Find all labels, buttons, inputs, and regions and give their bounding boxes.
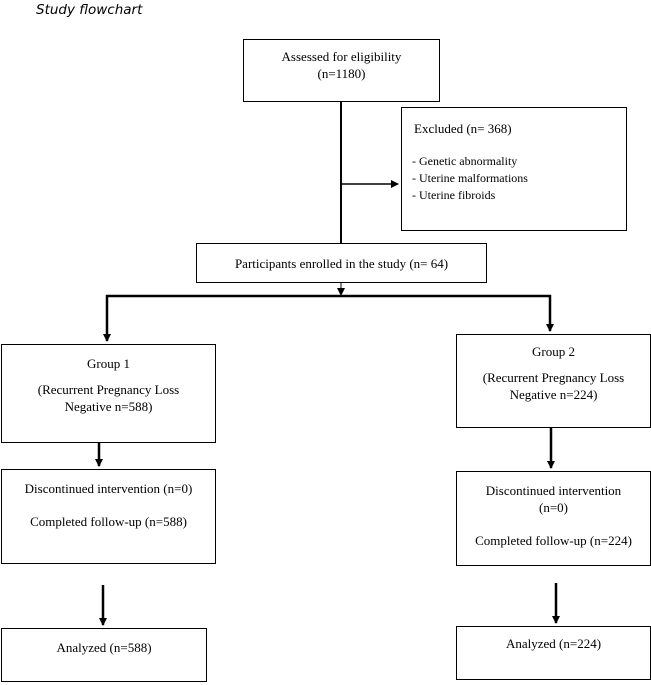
excluded-title: Excluded (n= 368): [414, 121, 512, 136]
group2-analyzed: Analyzed (n=224): [505, 636, 602, 651]
assessed-count: (n=1180): [317, 66, 366, 81]
group2-discontinued-box: Discontinued intervention (n=0) Complete…: [456, 471, 651, 566]
excluded-reason: - Genetic abnormality: [412, 154, 518, 168]
group1-desc: (Recurrent Pregnancy Loss: [37, 382, 180, 397]
group1-box: Group 1 (Recurrent Pregnancy Loss Negati…: [1, 344, 216, 443]
group2-analyzed-box: Analyzed (n=224): [456, 626, 651, 680]
group2-desc: Negative n=224): [509, 387, 598, 402]
group1-desc: Negative n=588): [64, 399, 153, 414]
group2-desc: (Recurrent Pregnancy Loss: [482, 370, 625, 385]
group2-box: Group 2 (Recurrent Pregnancy Loss Negati…: [456, 334, 651, 428]
group2-title: Group 2: [532, 344, 575, 359]
excluded-box: Excluded (n= 368) - Genetic abnormality …: [401, 107, 627, 231]
group1-discontinued-box: Discontinued intervention (n=0) Complete…: [1, 469, 216, 564]
figure-caption: Study flowchart: [36, 2, 143, 18]
group1-analyzed: Analyzed (n=588): [56, 640, 152, 655]
group1-followup: Completed follow-up (n=588): [30, 514, 187, 529]
group2-discontinued: Discontinued intervention: [485, 483, 622, 498]
excluded-reason: - Uterine fibroids: [412, 188, 496, 202]
enrolled-text: Participants enrolled in the study (n= 6…: [234, 256, 449, 271]
group1-title: Group 1: [87, 356, 130, 371]
assessed-box: Assessed for eligibility (n=1180): [243, 39, 440, 102]
enrolled-box: Participants enrolled in the study (n= 6…: [196, 243, 487, 283]
assessed-title: Assessed for eligibility: [281, 49, 402, 64]
group2-discontinued: (n=0): [539, 500, 568, 515]
excluded-reason: - Uterine malformations: [412, 171, 528, 185]
group2-followup: Completed follow-up (n=224): [475, 533, 632, 548]
group1-discontinued: Discontinued intervention (n=0): [24, 481, 193, 496]
group1-analyzed-box: Analyzed (n=588): [1, 628, 207, 682]
